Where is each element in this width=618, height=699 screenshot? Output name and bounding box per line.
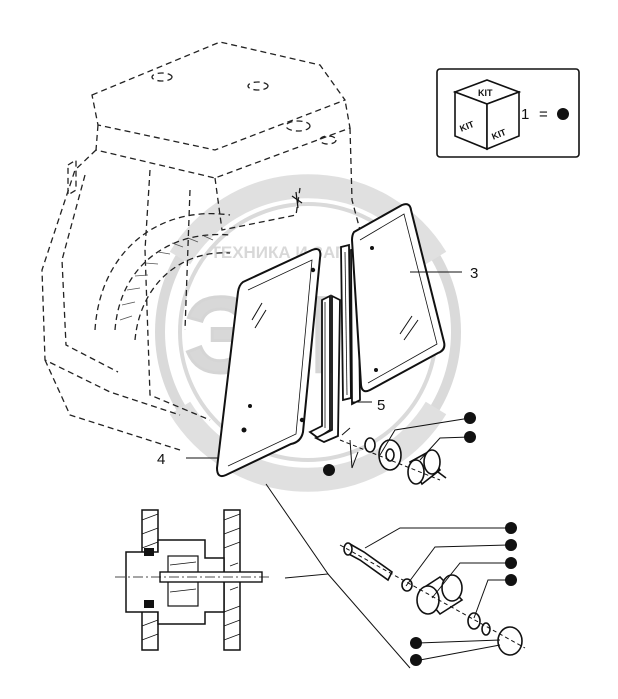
kit-bullet-2	[464, 431, 476, 443]
leader-bullet-b	[419, 436, 471, 461]
leader-bullet-e	[431, 562, 508, 599]
kit-bullet-1	[464, 412, 476, 424]
spacer-back	[441, 574, 463, 602]
cab-rear-frame	[214, 177, 301, 231]
left-glass-hole-3	[241, 427, 247, 433]
washer-small	[364, 437, 376, 453]
right-quarter-glass	[350, 203, 446, 393]
kit-bullets	[323, 412, 517, 666]
left-glass-hole-2	[299, 417, 305, 423]
left-glass-reflection-1	[251, 302, 263, 321]
grommet-front	[407, 459, 425, 485]
kit-bullet-3	[323, 464, 335, 476]
left-glass-hole-4	[248, 404, 252, 408]
left-glass-reflection-2	[254, 309, 267, 329]
leader-bullet-a	[379, 417, 471, 456]
leader-bullet-h	[419, 644, 501, 661]
right-glass-hole-1	[370, 246, 374, 250]
grommet-stud	[437, 471, 447, 479]
cab-outline	[41, 41, 361, 451]
cab-roof-light-2	[247, 81, 269, 91]
cab-roof-light-1	[151, 72, 173, 82]
leader-lines	[186, 271, 526, 669]
cab-fender-inner-2	[134, 252, 231, 341]
cab-fender-inner	[114, 233, 231, 331]
cab-left-door	[61, 174, 119, 373]
detail-seal-bottom	[144, 600, 154, 608]
leader-bullet-c	[364, 527, 508, 549]
cab-roof	[91, 41, 347, 151]
cab-roof-light-3	[285, 120, 311, 132]
kit-bullet-4	[505, 522, 517, 534]
mount-screw	[291, 191, 303, 209]
kit-bullet-legend	[557, 108, 569, 120]
kit-ref-number: 1	[521, 106, 529, 123]
left-glass-edge	[227, 259, 313, 467]
right-glass-reflection-1	[399, 315, 413, 335]
left-glass-hole-1	[310, 267, 316, 273]
kit-cube-icon	[452, 79, 522, 151]
kit-bullet-7	[505, 574, 517, 586]
seal-strip-left	[308, 294, 341, 443]
washer-lower-2	[467, 612, 481, 630]
detail-seal-top	[144, 548, 154, 556]
cab-roof-edge	[95, 99, 351, 179]
kit-bullet-9	[410, 654, 422, 666]
cap	[497, 626, 523, 656]
kit-bullet-5	[505, 539, 517, 551]
washer-large-hole	[385, 448, 395, 462]
leader-bullet-f	[473, 579, 508, 619]
cab-side-window	[144, 169, 211, 421]
axis-upper	[339, 439, 441, 481]
cab-roof-light-4	[319, 135, 337, 145]
left-quarter-glass	[215, 248, 322, 478]
kit-bullet-6	[505, 557, 517, 569]
kit-equals: =	[539, 106, 548, 123]
cab-lower-body	[44, 359, 181, 451]
leader-bullet-d	[405, 544, 509, 587]
watermark-arc-bottom	[169, 401, 447, 492]
callout-2: 3	[470, 265, 478, 282]
right-glass-edge	[359, 213, 438, 384]
cab-fender-outer	[94, 213, 231, 331]
axis-lower	[339, 544, 526, 649]
left-glass-panel	[215, 248, 322, 478]
fastener-lower	[343, 542, 523, 656]
kit-legend: KIT KIT KIT 1 =	[436, 68, 580, 158]
section-detail	[115, 509, 272, 651]
callout-4: 5	[377, 397, 385, 414]
leader-bullet-g	[417, 639, 501, 644]
grommet-back	[423, 449, 441, 475]
callout-3: 4	[157, 451, 165, 468]
leader-detail-bottom	[327, 573, 411, 669]
fender-hatching	[119, 235, 214, 321]
right-glass-hole-2	[374, 368, 378, 372]
right-glass-reflection-2	[403, 319, 419, 341]
kit-bullet-8	[410, 637, 422, 649]
kit-label-top: KIT	[478, 88, 493, 98]
cab-left-pillar	[41, 149, 181, 416]
right-glass-panel	[350, 203, 446, 393]
cab-right-pillar	[349, 127, 361, 231]
leader-5-parts	[349, 439, 359, 469]
leader-detail-to-lower	[265, 483, 329, 579]
leader-5	[341, 427, 351, 436]
cab-door-handle	[67, 158, 77, 197]
